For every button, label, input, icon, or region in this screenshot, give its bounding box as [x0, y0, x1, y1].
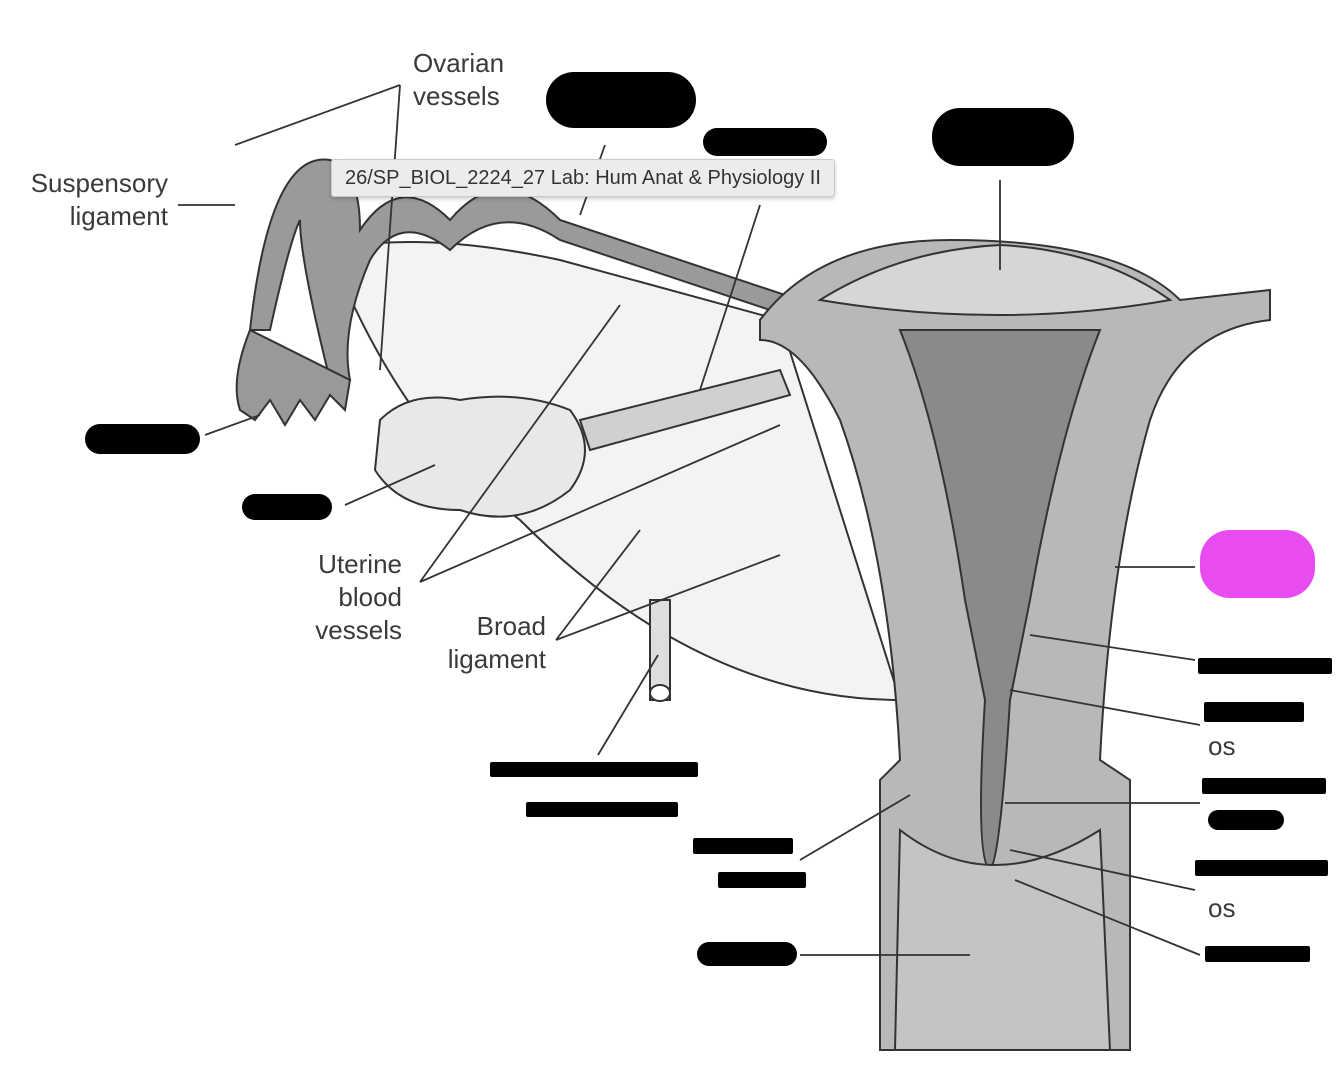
ovarian-ligament: [578, 368, 792, 452]
redaction: [1195, 860, 1328, 876]
label-line: Ovarian: [413, 48, 505, 78]
label-line: ligament: [69, 201, 168, 231]
label-suspensory-ligament: Suspensory ligament: [10, 167, 168, 233]
redaction: [526, 802, 678, 817]
label-uterine-blood-vessels: Uterine blood vessels: [290, 548, 402, 647]
vagina: [893, 827, 1112, 1051]
redaction: [703, 128, 827, 156]
redaction: [546, 72, 696, 128]
label-line: ligament: [447, 644, 546, 674]
redaction: [1198, 658, 1332, 674]
redaction: [490, 762, 698, 777]
fundus: [817, 243, 1173, 316]
redaction: [697, 942, 797, 966]
redaction: [1202, 778, 1326, 794]
label-line: Suspensory: [30, 168, 168, 198]
leader-lines: [178, 84, 1201, 956]
redaction: [1208, 810, 1284, 830]
label-line: blood: [338, 582, 402, 612]
label-broad-ligament: Broad ligament: [420, 610, 546, 676]
label-line: Broad: [476, 611, 546, 641]
label-line: Uterine: [318, 549, 402, 579]
fimbriae: [235, 328, 352, 427]
redaction: [85, 424, 200, 454]
highlight-redaction: [1200, 530, 1315, 598]
label-internal-os: os: [1208, 731, 1236, 761]
redaction: [932, 108, 1074, 166]
label-ovarian-vessels: Ovarian vessels: [413, 47, 504, 113]
redaction: [718, 872, 806, 888]
label-line: vessels: [315, 615, 402, 645]
redaction: [242, 494, 332, 520]
redaction: [693, 838, 793, 854]
label-external-os: os: [1208, 893, 1236, 923]
redaction: [1205, 946, 1310, 962]
redaction: [1204, 702, 1304, 722]
tooltip: 26/SP_BIOL_2224_27 Lab: Hum Anat & Physi…: [331, 159, 835, 197]
label-line: vessels: [413, 81, 500, 111]
